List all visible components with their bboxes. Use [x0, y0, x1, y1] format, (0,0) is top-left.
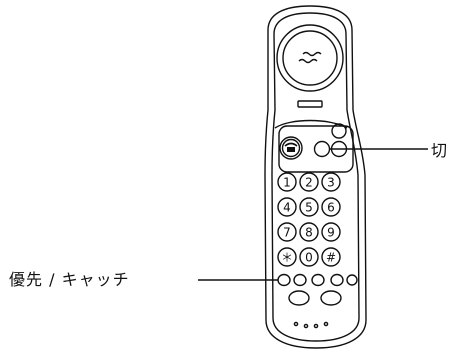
bottom-button-3[interactable] [311, 273, 325, 287]
key-1[interactable]: 1 [277, 172, 297, 192]
key-label: # [326, 251, 336, 265]
key-label: 7 [283, 226, 291, 240]
bottom-button-5[interactable] [346, 274, 358, 286]
key-star[interactable]: ＊ [277, 247, 297, 267]
microphone-holes [293, 321, 329, 329]
key-6[interactable]: 6 [321, 197, 341, 217]
bottom-oval-left[interactable] [288, 290, 310, 306]
key-label: 9 [327, 226, 335, 240]
bottom-button-1[interactable] [277, 273, 291, 287]
key-label: 3 [327, 176, 335, 190]
key-2[interactable]: 2 [299, 172, 319, 192]
end-button[interactable] [313, 140, 331, 158]
key-label: 2 [305, 176, 313, 190]
handset-slot [297, 100, 323, 108]
key-7[interactable]: 7 [277, 222, 297, 242]
key-label: 4 [283, 201, 291, 215]
key-0[interactable]: 0 [299, 247, 319, 267]
priority-catch-button[interactable] [293, 273, 307, 287]
bottom-oval-right[interactable] [320, 290, 342, 306]
key-label: 1 [283, 176, 291, 190]
key-label: 8 [305, 226, 313, 240]
key-label: 6 [327, 201, 335, 215]
key-label: ＊ [281, 251, 293, 265]
handset-outer-body [264, 5, 367, 349]
bottom-button-4[interactable] [330, 273, 344, 287]
key-8[interactable]: 8 [299, 222, 319, 242]
talk-button[interactable] [279, 136, 303, 160]
key-label: 0 [305, 251, 313, 265]
handset-inner-body [271, 12, 360, 342]
key-3[interactable]: 3 [321, 172, 341, 192]
earpiece [276, 24, 344, 92]
bottom-button-row [277, 273, 358, 287]
key-5[interactable]: 5 [299, 197, 319, 217]
priority-catch-label: 優先 / キャッチ [9, 270, 130, 289]
key-label: 5 [305, 201, 313, 215]
key-4[interactable]: 4 [277, 197, 297, 217]
key-9[interactable]: 9 [321, 222, 341, 242]
key-hash[interactable]: # [321, 247, 341, 267]
end-button-label: 切 [431, 141, 448, 160]
function-button-top[interactable] [331, 123, 347, 139]
